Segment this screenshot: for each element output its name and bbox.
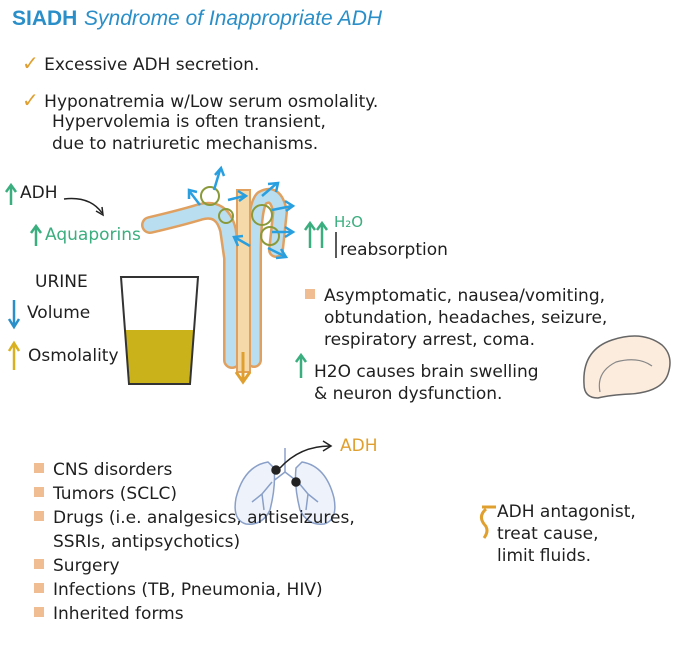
treatment-line-3: limit fluids. [497,546,592,566]
list-item: Tumors (SCLC) [34,482,355,506]
brain-icon [583,335,671,399]
list-item: Drugs (i.e. analgesics, antiseizures, [34,506,355,530]
adh-curve-arrow-icon [63,197,104,217]
lung-adh-label: ADH [340,436,378,456]
symptom-line-1: Asymptomatic, nausea/vomiting, [305,286,605,307]
list-item: CNS disorders [34,458,355,482]
bullet-icon [34,559,44,569]
check-icon: ✓ [22,88,39,112]
lungs-icon [234,448,336,525]
list-item: Infections (TB, Pneumonia, HIV) [34,578,355,602]
bullet-icon [34,487,44,497]
osmolality-label: Osmolality [28,346,119,366]
list-item: Inherited forms [34,602,355,626]
title-full: Syndrome of Inappropriate ADH [84,7,383,30]
bullet-icon [34,511,44,521]
etiology-list: CNS disorders Tumors (SCLC) Drugs (i.e. … [34,458,355,626]
bullet-icon [34,607,44,617]
note-2-line-2: Hypervolemia is often transient, [52,112,326,132]
note-2: ✓ Hyponatremia w/Low serum osmolality. [22,88,379,113]
brain-note-line-2: & neuron dysfunction. [314,384,503,404]
note-2-line-3: due to natriuretic mechanisms. [52,134,319,154]
lung-adh-arrow-icon [279,440,333,469]
urine-label: URINE [35,272,88,292]
bullet-icon [34,583,44,593]
adh-label: ADH [20,183,58,203]
brain-note-line-1: H2O causes brain swelling [314,362,539,382]
adh-up-arrow-icon [4,182,18,205]
volume-label: Volume [27,303,91,323]
title-abbr: SIADH [12,7,78,30]
aquaporins-up-arrow-icon [29,223,43,246]
reabsorption-label: reabsorption [340,240,448,260]
list-item: SSRIs, antipsychotics) [53,532,241,552]
page-title: SIADH Syndrome of Inappropriate ADH [12,6,382,31]
symptom-line-2: obtundation, headaches, seizure, [324,308,608,328]
symptom-line-3: respiratory arrest, coma. [324,330,536,350]
volume-down-arrow-icon [7,300,21,330]
treatment-line-2: treat cause, [497,524,599,544]
bullet-icon [34,463,44,473]
aquaporins-label: Aquaporins [45,225,141,245]
h2o-label: H₂O [334,213,364,231]
check-icon: ✓ [22,51,39,75]
treatment-line-1: ADH antagonist, [497,502,636,522]
urine-cup-icon [119,276,200,385]
h2o-up-arrows-icon [303,220,329,248]
swelling-up-arrow-icon [294,352,308,378]
nephron-icon [141,165,296,385]
note-1: ✓ Excessive ADH secretion. [22,51,260,76]
bullet-icon [305,289,315,299]
list-item: Surgery [34,554,355,578]
treatment-icon [479,505,496,539]
osmolality-up-arrow-icon [7,340,21,370]
